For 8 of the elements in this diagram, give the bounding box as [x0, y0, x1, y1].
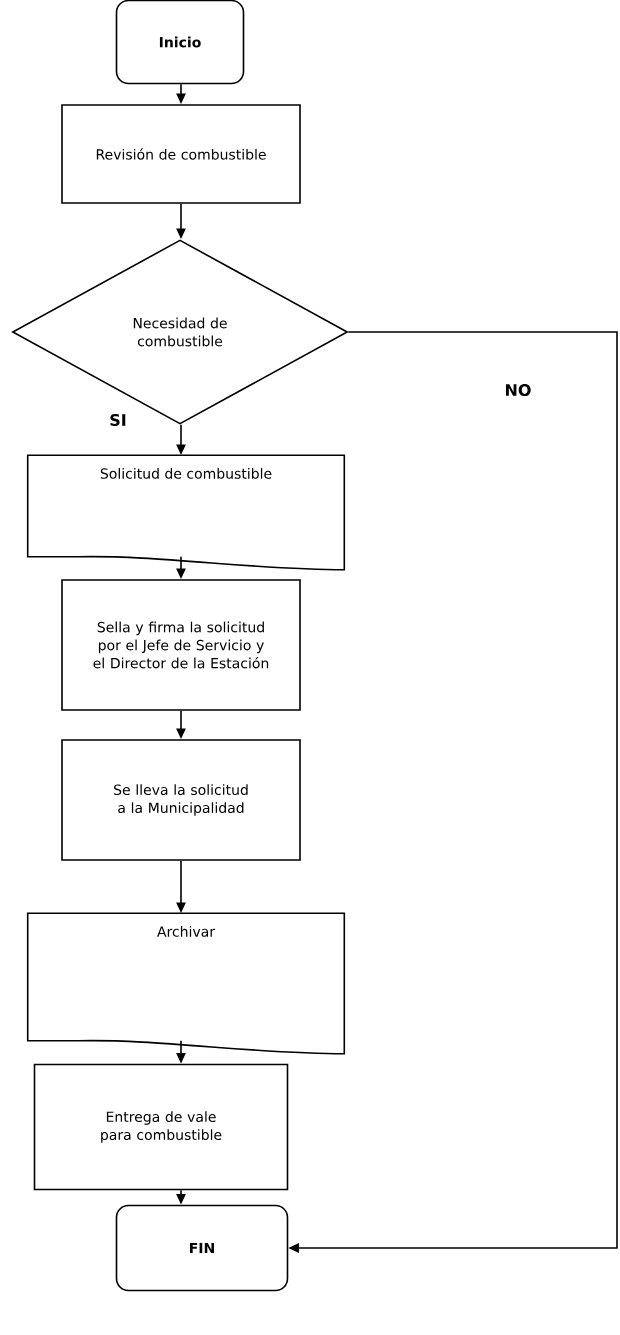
terminal-box: Inicio: [115, 0, 245, 85]
process-box: Se lleva la solicitud a la Municipalidad: [61, 739, 301, 861]
edge-label: SI: [107, 412, 129, 428]
process-box: Revisión de combustible: [61, 104, 301, 204]
process-box: Sella y firma la solicitud por el Jefe de Servicio y el Director de la Estación: [61, 579, 301, 711]
process-box: Entrega de vale para combustible: [33, 1063, 289, 1191]
terminal-box: FIN: [115, 1204, 289, 1292]
edge-label: NO: [503, 382, 533, 398]
